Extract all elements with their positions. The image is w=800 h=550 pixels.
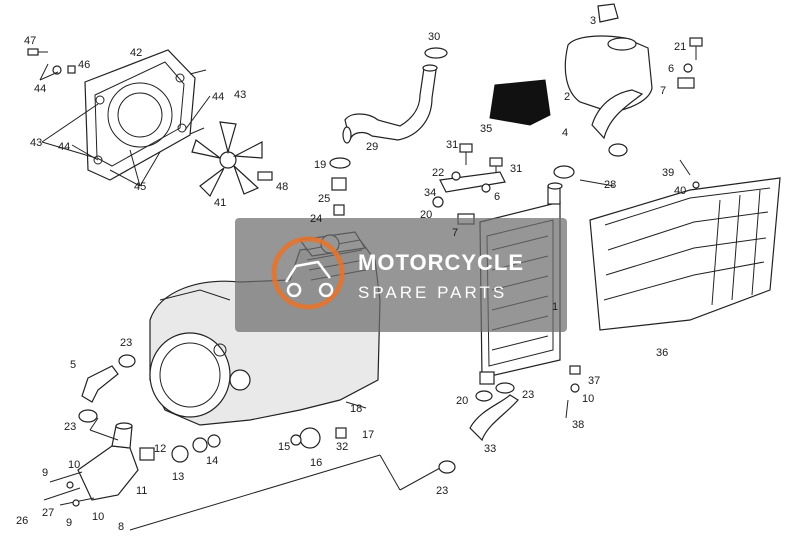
part-label: 8: [118, 521, 124, 533]
part-label: 29: [366, 141, 378, 153]
tank-bolt: [677, 37, 703, 89]
part-label: 22: [432, 167, 444, 179]
shroud-bolts: [27, 48, 207, 135]
part-label: 2: [564, 91, 570, 103]
part-label: 6: [494, 191, 500, 203]
pump-gear-16: [290, 401, 367, 449]
part-label: 47: [24, 35, 36, 47]
radiator-cover-part: [489, 79, 551, 126]
upper-hose-part: [342, 64, 438, 144]
part-label: 23: [64, 421, 76, 433]
pump-seals: [139, 434, 221, 463]
cooling-fan-part: [191, 121, 273, 198]
part-label: 9: [42, 467, 48, 479]
part-label: 13: [172, 471, 184, 483]
part-label: 23: [120, 337, 132, 349]
part-label: 10: [68, 459, 80, 471]
leader-lines: [39, 63, 615, 531]
part-label: 25: [318, 193, 330, 205]
clamp-23-left: [118, 354, 136, 368]
part-label: 27: [42, 507, 54, 519]
thermo-fitting: [331, 177, 347, 216]
part-label: 40: [674, 185, 686, 197]
water-pump-housing: [77, 422, 139, 501]
part-label: 43: [30, 137, 42, 149]
part-label: 20: [420, 209, 432, 221]
part-label: 4: [562, 127, 568, 139]
part-label: 23: [522, 389, 534, 401]
part-label: 19: [314, 159, 326, 171]
part-label: 44: [212, 91, 224, 103]
part-label: 7: [452, 227, 458, 239]
part-label: 16: [310, 457, 322, 469]
radiator-grille-part: [589, 177, 781, 331]
part-label: 20: [456, 395, 468, 407]
watermark: MOTORCYCLE SPARE PARTS: [235, 218, 567, 332]
radiator-clamp-28: [553, 165, 575, 179]
part-label: 21: [674, 41, 686, 53]
part-label: 34: [424, 187, 436, 199]
part-label: 30: [428, 31, 440, 43]
lower-hose-part: [469, 382, 519, 442]
part-label: 17: [362, 429, 374, 441]
part-label: 32: [336, 441, 348, 453]
watermark-logo-icon: [271, 236, 345, 310]
part-label: 3: [590, 15, 596, 27]
part-label: 37: [588, 375, 600, 387]
part-label: 35: [480, 123, 492, 135]
part-label: 31: [446, 139, 458, 151]
radiator-brackets: [432, 143, 506, 225]
watermark-subtitle: SPARE PARTS: [358, 283, 507, 302]
clamp-23-bottom: [438, 460, 456, 474]
part-label: 11: [136, 485, 147, 497]
part-label: 10: [92, 511, 104, 523]
part-label: 33: [484, 443, 496, 455]
watermark-bike-icon: [284, 260, 334, 298]
part-label: 28: [604, 179, 616, 191]
part-label: 43: [234, 89, 246, 101]
part-label: 42: [130, 47, 142, 59]
part-label: 24: [310, 213, 322, 225]
part-label: 6: [668, 63, 674, 75]
fan-shroud-part: [84, 49, 196, 181]
hose-clamp-4: [608, 143, 628, 157]
part-label: 46: [78, 59, 90, 71]
part-label: 9: [66, 517, 72, 529]
part-label: 41: [214, 197, 226, 209]
part-label: 44: [34, 83, 46, 95]
part-label: 18: [350, 403, 362, 415]
pump-bolts: [43, 471, 95, 507]
part-label: 23: [436, 485, 448, 497]
part-label: 1: [552, 301, 558, 313]
watermark-title: MOTORCYCLE: [358, 250, 524, 275]
clamp-23-lower: [78, 409, 98, 423]
part-label: 45: [134, 181, 146, 193]
grille-screws: [565, 159, 700, 419]
part-label: 36: [656, 347, 668, 359]
hose-clamps: [329, 47, 448, 169]
left-hose-5: [81, 365, 119, 403]
part-label: 44: [58, 141, 70, 153]
part-label: 31: [510, 163, 522, 175]
expansion-tank-part: [564, 3, 653, 140]
part-label: 14: [206, 455, 218, 467]
part-number-labels: 47 46 44 42 44 43 43 44 45 41 48 30 29 1…: [16, 15, 686, 533]
part-label: 15: [278, 441, 290, 453]
part-label: 5: [70, 359, 76, 371]
part-label: 26: [16, 515, 28, 527]
watermark-box: [235, 218, 567, 332]
part-label: 38: [572, 419, 584, 431]
part-label: 39: [662, 167, 674, 179]
part-label: 7: [660, 85, 666, 97]
part-label: 10: [582, 393, 594, 405]
part-label: 12: [154, 443, 166, 455]
part-label: 48: [276, 181, 288, 193]
